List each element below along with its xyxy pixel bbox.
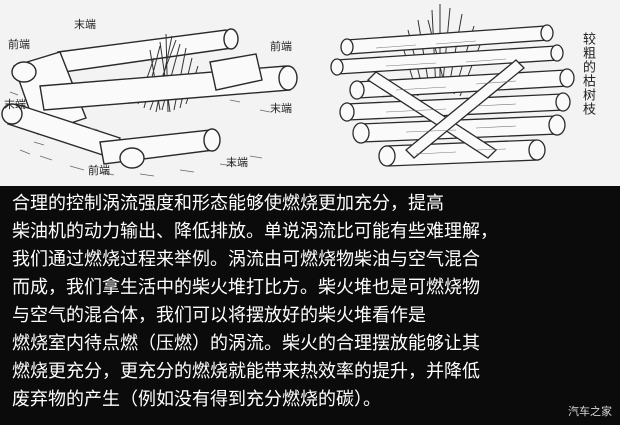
label-tail-bottom: 末端 <box>226 156 248 169</box>
label-front-top-left: 前端 <box>8 38 30 51</box>
paragraph-line-6: 燃烧室内待点燃（压燃）的涡流。柴火的合理摆放能够让其 <box>12 333 480 354</box>
illustration-panel: 前端 末端 前端 末端 末端 前端 末端 <box>0 0 620 186</box>
label-tail-right: 末端 <box>270 102 292 115</box>
explanation-paragraph: 合理的控制涡流强度和形态能够使燃烧更加充分，提高 柴油机的动力输出、降低排放。单… <box>12 190 616 414</box>
label-tail-left: 末端 <box>4 98 26 111</box>
paragraph-line-2: 柴油机的动力输出、降低排放。单说涡流比可能有些难理解， <box>12 221 498 242</box>
log-frame-drawing <box>1 28 298 177</box>
paragraph-line-4: 而成，我们拿生活中的柴火堆打比方。柴火堆也是可燃烧物 <box>12 277 480 298</box>
paragraph-line-7: 燃烧更充分，更充分的燃烧就能带来热效率的提升，并降低 <box>12 361 480 382</box>
paragraph-line-3: 我们通过燃烧过程来举例。涡流由可燃烧物柴油与空气混合 <box>12 249 480 270</box>
label-front-top-right: 前端 <box>270 40 292 53</box>
paragraph-line-8: 废弃物的产生（例如没有得到充分燃烧的碳）。 <box>12 389 381 410</box>
paragraph-line-5: 与空气的混合体，我们可以将摆放好的柴火堆看作是 <box>12 305 426 326</box>
label-thick-branches: 较粗的枯树枝 <box>580 32 595 116</box>
watermark-text: 汽车之家 <box>568 405 612 418</box>
log-frame-sketch: 前端 末端 前端 末端 末端 前端 末端 <box>0 0 316 186</box>
log-cabin-sketch: 较粗的枯树枝 <box>316 0 620 186</box>
label-tail-top: 末端 <box>74 18 96 31</box>
label-front-bottom: 前端 <box>88 164 110 177</box>
paragraph-line-1: 合理的控制涡流强度和形态能够使燃烧更加充分，提高 <box>12 193 444 214</box>
caption-panel: 合理的控制涡流强度和形态能够使燃烧更加充分，提高 柴油机的动力输出、降低排放。单… <box>0 186 620 425</box>
log-cabin-drawing <box>330 4 575 167</box>
